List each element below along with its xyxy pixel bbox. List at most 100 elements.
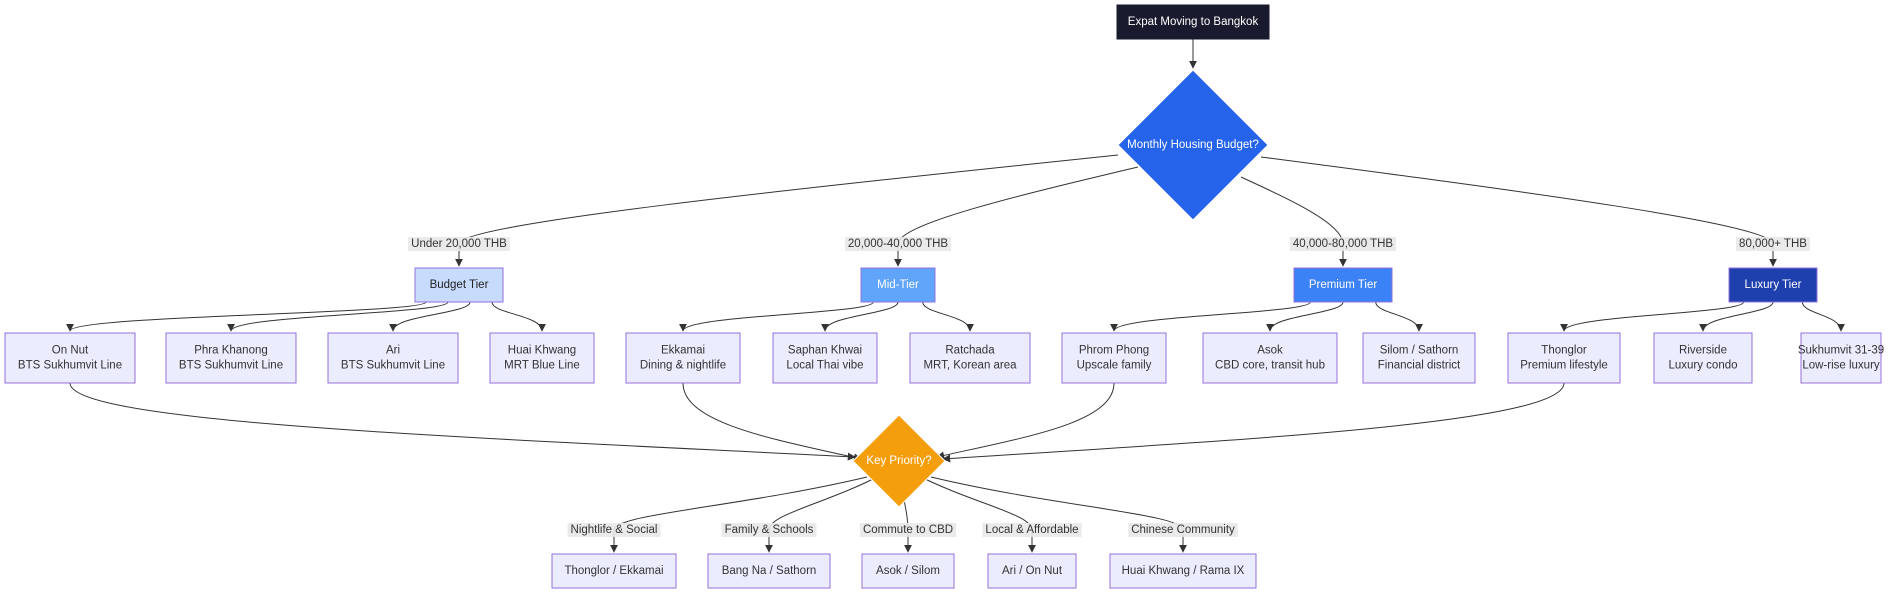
edge-tier-2-to-area-2	[1375, 301, 1423, 332]
edge-priority-to-result-4	[930, 476, 1187, 553]
area-node-1-1-name: Saphan Khwai	[788, 345, 862, 357]
edge-budget-to-tier-2	[1240, 176, 1347, 267]
edge-label-tier-1: 20,000-40,000 THB	[844, 237, 952, 251]
area-node-2-2-name: Silom / Sathorn	[1380, 345, 1459, 357]
edge-label-priority-3-text: Local & Affordable	[985, 524, 1078, 536]
area-node-2-1-note: CBD core, transit hub	[1215, 360, 1325, 372]
edge-label-tier-0-text: Under 20,000 THB	[411, 238, 507, 250]
area-node-0-1-note: BTS Sukhumvit Line	[179, 360, 283, 372]
area-node-0-3-name: Huai Khwang	[508, 345, 576, 357]
start-node-label: Expat Moving to Bangkok	[1128, 16, 1259, 28]
tier-node-1[interactable]: Mid-Tier	[860, 267, 936, 303]
area-node-1-2-box	[909, 332, 1031, 384]
result-node-1-box	[707, 553, 831, 589]
edge-label-priority-2: Commute to CBD	[859, 523, 957, 537]
result-node-2[interactable]: Asok / Silom	[861, 553, 955, 589]
edge-tier-1-to-area-2	[922, 301, 974, 332]
edge-label-priority-4-text: Chinese Community	[1131, 524, 1235, 536]
area-node-0-0-note: BTS Sukhumvit Line	[18, 360, 122, 372]
start-node[interactable]: Expat Moving to Bangkok	[1116, 4, 1270, 40]
result-node-2-label: Asok / Silom	[876, 565, 940, 577]
priority-decision[interactable]: Key Priority?	[852, 414, 946, 508]
area-node-3-2-note: Low-rise luxury	[1802, 360, 1880, 372]
result-node-3[interactable]: Ari / On Nut	[987, 553, 1077, 589]
result-node-0[interactable]: Thonglor / Ekkamai	[551, 553, 677, 589]
edge-label-tier-3-background	[1736, 237, 1810, 251]
result-node-2-box	[861, 553, 955, 589]
area-node-2-0-name: Phrom Phong	[1079, 345, 1149, 357]
result-node-3-label: Ari / On Nut	[1002, 565, 1063, 577]
result-node-4[interactable]: Huai Khwang / Rama IX	[1109, 553, 1257, 589]
edge-tier-0-to-area-3	[491, 301, 546, 332]
budget-decision[interactable]: Monthly Housing Budget?	[1117, 69, 1269, 221]
edge-area-0-0-to-priority	[69, 382, 856, 461]
edge-label-priority-0-background	[567, 523, 661, 537]
area-node-2-1-box	[1202, 332, 1338, 384]
area-node-3-0-name: Thonglor	[1541, 345, 1587, 357]
area-node-2-0-note: Upscale family	[1077, 360, 1152, 372]
edge-label-tier-2-background	[1289, 237, 1397, 251]
result-node-1-label: Bang Na / Sathorn	[722, 565, 817, 577]
edge-label-priority-3-background	[982, 523, 1082, 537]
edge-tier-1-to-area-1	[821, 301, 899, 332]
area-node-0-2-note: BTS Sukhumvit Line	[341, 360, 445, 372]
tier-node-2[interactable]: Premium Tier	[1293, 267, 1393, 303]
result-node-1[interactable]: Bang Na / Sathorn	[707, 553, 831, 589]
start-node-box	[1116, 4, 1270, 40]
budget-decision-label: Monthly Housing Budget?	[1127, 139, 1259, 151]
edges-layer	[66, 39, 1845, 553]
area-node-0-3-box	[489, 332, 595, 384]
area-node-0-0-name: On Nut	[52, 345, 89, 357]
area-node-1-0-name: Ekkamai	[661, 345, 705, 357]
area-node-3-1-name: Riverside	[1679, 345, 1727, 357]
tier-node-3-box	[1728, 267, 1818, 303]
area-node-3-2-box	[1800, 332, 1882, 384]
edge-label-tier-2-text: 40,000-80,000 THB	[1293, 238, 1393, 250]
result-node-0-label: Thonglor / Ekkamai	[564, 565, 663, 577]
area-node-0-0-box	[4, 332, 136, 384]
area-node-1-0-box	[625, 332, 741, 384]
edge-label-priority-1-text: Family & Schools	[725, 524, 814, 536]
area-node-1-2-note: MRT, Korean area	[923, 360, 1017, 372]
tier-node-0[interactable]: Budget Tier	[414, 267, 504, 303]
edge-tier-1-to-area-0	[679, 301, 874, 332]
edge-label-priority-0-text: Nightlife & Social	[571, 524, 658, 536]
edge-label-priority-1-background	[721, 523, 817, 537]
budget-decision-shape	[1117, 69, 1269, 221]
result-node-4-label: Huai Khwang / Rama IX	[1122, 565, 1245, 577]
edge-area-1-0-to-priority	[682, 382, 862, 462]
tier-node-1-label: Mid-Tier	[877, 279, 919, 291]
edge-area-2-0-to-priority	[936, 382, 1115, 460]
tier-node-1-box	[860, 267, 936, 303]
area-node-2-1-name: Asok	[1257, 345, 1283, 357]
area-node-3-0-note: Premium lifestyle	[1520, 360, 1608, 372]
edge-label-priority-4-background	[1128, 523, 1238, 537]
area-node-3-0-box	[1507, 332, 1621, 384]
edge-label-priority-0: Nightlife & Social	[567, 523, 661, 537]
area-node-1-1-box	[772, 332, 878, 384]
edge-priority-to-result-0	[610, 476, 868, 553]
edge-label-priority-1: Family & Schools	[721, 523, 817, 537]
area-node-0-2-name: Ari	[386, 345, 400, 357]
area-node-3-1-box	[1653, 332, 1753, 384]
tier-node-3[interactable]: Luxury Tier	[1728, 267, 1818, 303]
result-node-4-box	[1109, 553, 1257, 589]
area-node-2-2-box	[1362, 332, 1476, 384]
edge-tier-2-to-area-0	[1110, 301, 1311, 332]
edge-budget-to-tier-1	[894, 166, 1139, 267]
